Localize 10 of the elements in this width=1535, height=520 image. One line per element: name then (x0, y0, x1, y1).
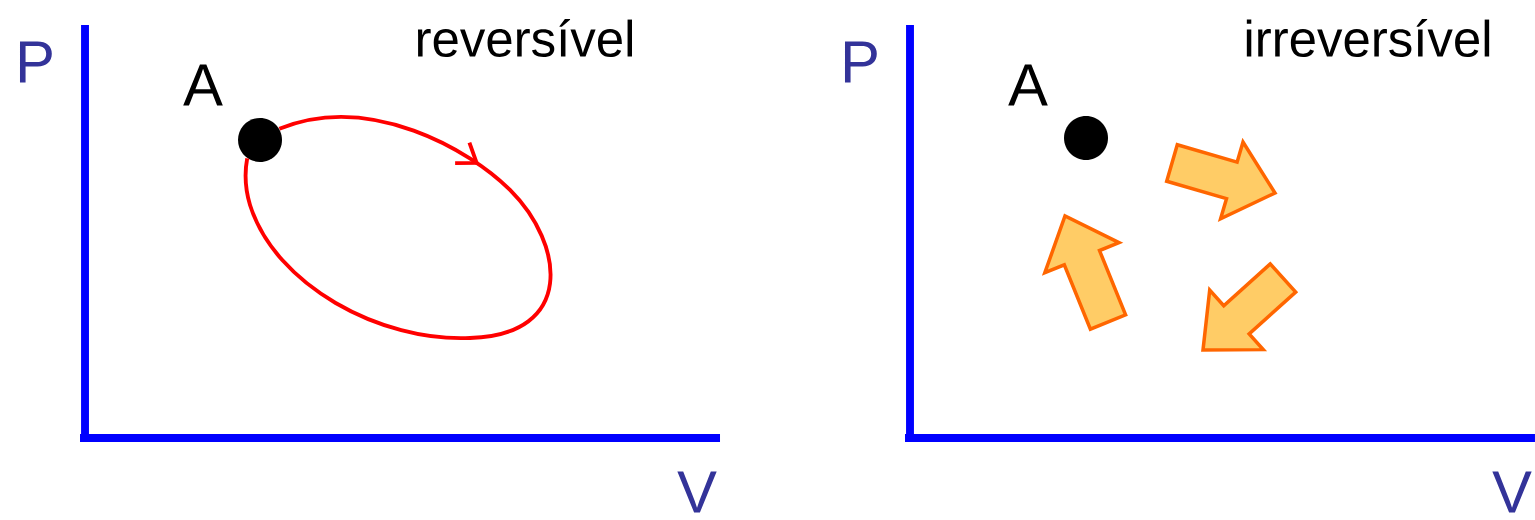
axis-label: V (1492, 471, 1532, 513)
title-label: reversível (417, 19, 632, 57)
axis-label: P (20, 41, 52, 83)
axis-label: V (677, 471, 717, 513)
title-label: irreversível (1246, 19, 1490, 57)
axis-label: P (845, 41, 877, 83)
point-dot (238, 118, 282, 162)
point-dot (1064, 116, 1108, 160)
point-label: A (183, 64, 223, 106)
point-label: A (1008, 64, 1048, 106)
